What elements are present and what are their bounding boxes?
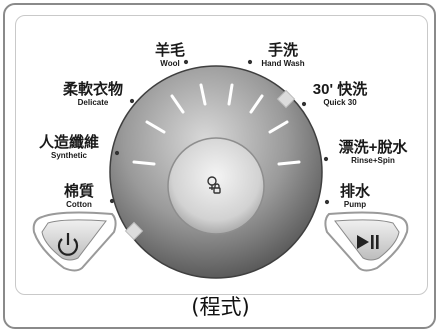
program-rinse-spin-zh: 漂洗+脫水 (338, 139, 408, 156)
program-delicate-en: Delicate (77, 98, 109, 107)
program-cotton[interactable]: 棉質 Cotton (54, 184, 104, 209)
program-pump-zh: 排水 (339, 183, 370, 200)
power-button[interactable] (32, 211, 117, 272)
program-hand-wash-en: Hand Wash (261, 59, 305, 68)
dial-tick-marks (132, 83, 301, 166)
quick30-highlight (276, 89, 296, 109)
cotton-highlight (124, 221, 144, 241)
program-pump-en: Pump (343, 200, 367, 209)
power-icon (57, 233, 79, 256)
play-pause-icon (357, 235, 379, 249)
program-dial[interactable] (109, 65, 323, 279)
program-hand-wash-zh: 手洗 (267, 42, 298, 59)
panel-frame (15, 15, 428, 295)
child-lock-icon (207, 176, 221, 194)
start-pause-button[interactable] (324, 211, 409, 272)
program-quick30-en: Quick 30 (323, 98, 357, 107)
program-hand-wash[interactable]: 手洗 Hand Wash (252, 43, 314, 68)
program-quick30[interactable]: 30' 快洗 Quick 30 (304, 82, 376, 107)
program-delicate-zh: 柔軟衣物 (62, 81, 123, 98)
label-leaders (109, 59, 330, 205)
program-wool-en: Wool (160, 59, 180, 68)
program-wool-zh: 羊毛 (154, 42, 185, 59)
program-wool[interactable]: 羊毛 Wool (145, 43, 195, 68)
program-synthetic-zh: 人造纖維 (38, 134, 99, 151)
program-quick30-zh: 30' 快洗 (312, 81, 368, 98)
caption: (程式) (191, 295, 250, 319)
program-delicate[interactable]: 柔軟衣物 Delicate (56, 82, 130, 107)
program-pump[interactable]: 排水 Pump (330, 184, 380, 209)
program-synthetic[interactable]: 人造纖維 Synthetic (26, 135, 112, 160)
program-cotton-en: Cotton (66, 200, 92, 209)
program-synthetic-en: Synthetic (50, 151, 87, 160)
program-rinse-spin[interactable]: 漂洗+脫水 Rinse+Spin (330, 140, 416, 165)
program-cotton-zh: 棉質 (63, 183, 94, 200)
program-rinse-spin-en: Rinse+Spin (351, 156, 395, 165)
